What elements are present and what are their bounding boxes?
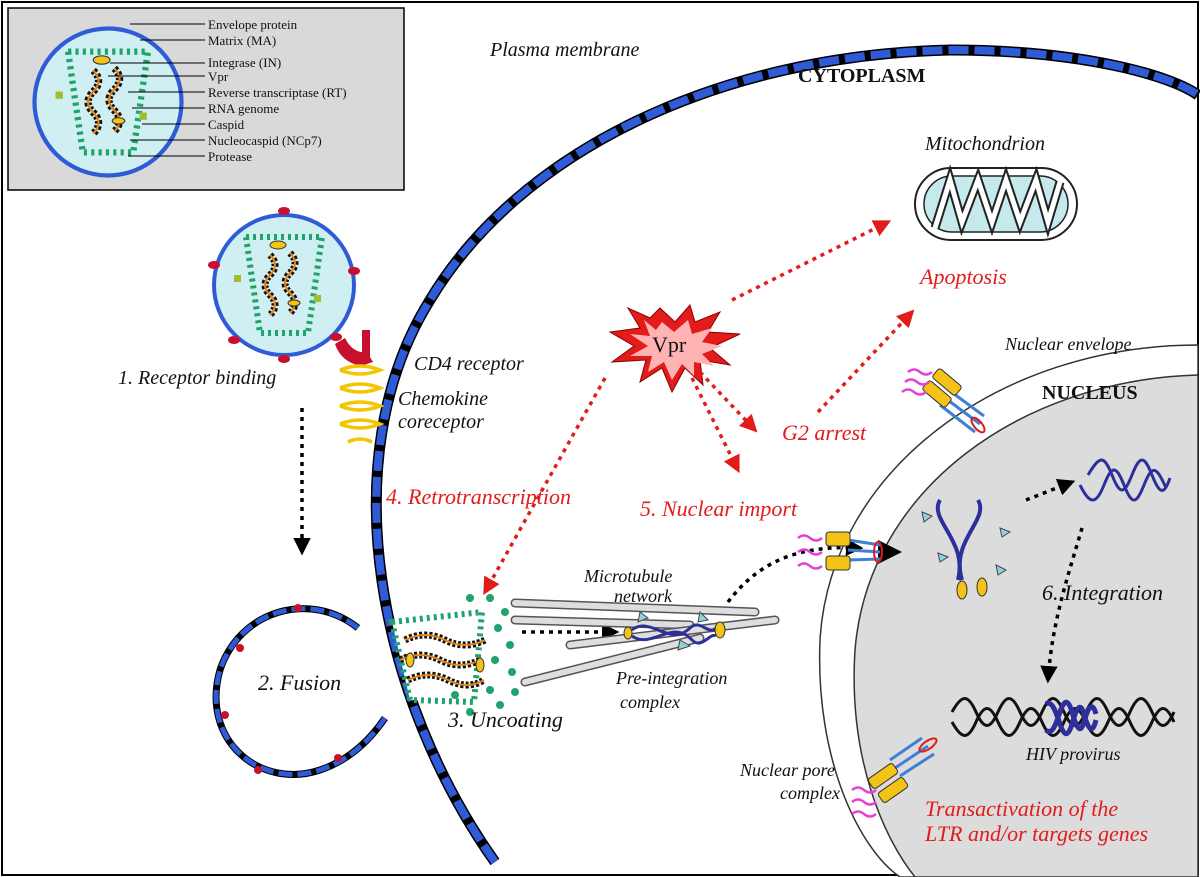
nuclear-pore-top: [901, 368, 986, 434]
nuclear-pore-bottom: [851, 736, 938, 818]
virion-legend: Envelope protein Matrix (MA) Integrase (…: [7, 7, 405, 191]
plasma-membrane-label: Plasma membrane: [489, 39, 640, 61]
arrow-vpr-nuclear-import: [690, 377, 740, 474]
arrow-g2-apoptosis: [816, 309, 915, 414]
legend-integrase: Integrase (IN): [208, 55, 281, 70]
legend-protease: Protease: [208, 149, 252, 164]
legend-caspid: Caspid: [208, 117, 245, 132]
npc-label-line1: Nuclear pore: [739, 760, 835, 780]
uncoating-capsid: [388, 594, 519, 716]
step-nuclear-import: 5. Nuclear import: [640, 496, 798, 521]
pic-label-line2: complex: [620, 692, 680, 712]
nuclear-envelope-label: Nuclear envelope: [1004, 334, 1131, 354]
fusion-vesicle: [212, 604, 388, 778]
integrated-dna-helix: [1078, 458, 1172, 502]
arrow-pic-nucleus: [726, 538, 864, 604]
step-fusion: 2. Fusion: [258, 670, 341, 695]
pic-label-line1: Pre-integration: [615, 668, 727, 688]
transactivation-label-line2: LTR and/or targets genes: [924, 821, 1148, 846]
plasma-membrane-segments: [372, 45, 1200, 865]
viral-dna-in-nucleus: [921, 498, 1012, 600]
legend-matrix: Matrix (MA): [208, 33, 276, 48]
pathway-arrows: [293, 408, 1084, 684]
legend-leader-lines: [108, 23, 205, 157]
hiv-provirus-label: HIV provirus: [1025, 744, 1121, 764]
host-chromosome: [950, 697, 1176, 737]
nuclear-pore-middle: [797, 531, 883, 571]
npc-label-line2: complex: [780, 783, 840, 803]
cytoplasm-label: CYTOPLASM: [798, 65, 926, 87]
legend-vpr: Vpr: [208, 69, 229, 84]
arrow-vpr-g2: [698, 370, 758, 433]
apoptosis-label: Apoptosis: [918, 264, 1007, 289]
nucleus-label: NUCLEUS: [1042, 382, 1138, 404]
vpr-label: Vpr: [652, 332, 687, 357]
chemokine-coreceptor: [339, 364, 385, 444]
step-receptor-binding: 1. Receptor binding: [118, 367, 276, 389]
mitochondrion: [914, 164, 1078, 241]
pre-integration-complex: [623, 610, 726, 651]
vpr-effect-arrows: [483, 220, 915, 596]
cd4-receptor: [335, 330, 373, 366]
transactivation-label-line1: Transactivation of the: [925, 796, 1118, 821]
arrow-vpr-mitochondrion: [731, 220, 892, 302]
chemokine-label-line1: Chemokine: [398, 388, 488, 410]
vpr-starburst-highlight: [630, 320, 722, 380]
legend-envelope-protein: Envelope protein: [208, 17, 298, 32]
step-integration: 6. Integration: [1042, 580, 1163, 605]
arrow-integration-provirus: [1040, 527, 1084, 684]
hiv-provirus-segment: [1044, 700, 1099, 737]
microtubule-label-line2: network: [614, 586, 673, 606]
chemokine-label-line2: coreceptor: [398, 411, 484, 433]
legend-nucleocaspid: Nucleocaspid (NCp7): [208, 133, 322, 148]
g2-arrest-label: G2 arrest: [782, 420, 867, 445]
legend-reverse-transcriptase: Reverse transcriptase (RT): [208, 85, 347, 100]
legend-rna-genome: RNA genome: [208, 101, 279, 116]
step-retrotranscription: 4. Retrotranscription: [386, 484, 571, 509]
step-uncoating: 3. Uncoating: [447, 707, 563, 732]
hiv-virion: [208, 207, 360, 363]
cd4-receptor-label: CD4 receptor: [414, 353, 524, 375]
microtubule-label-line1: Microtubule: [583, 566, 672, 586]
import-arrowhead: [878, 540, 902, 564]
mitochondrion-label: Mitochondrion: [924, 133, 1045, 155]
